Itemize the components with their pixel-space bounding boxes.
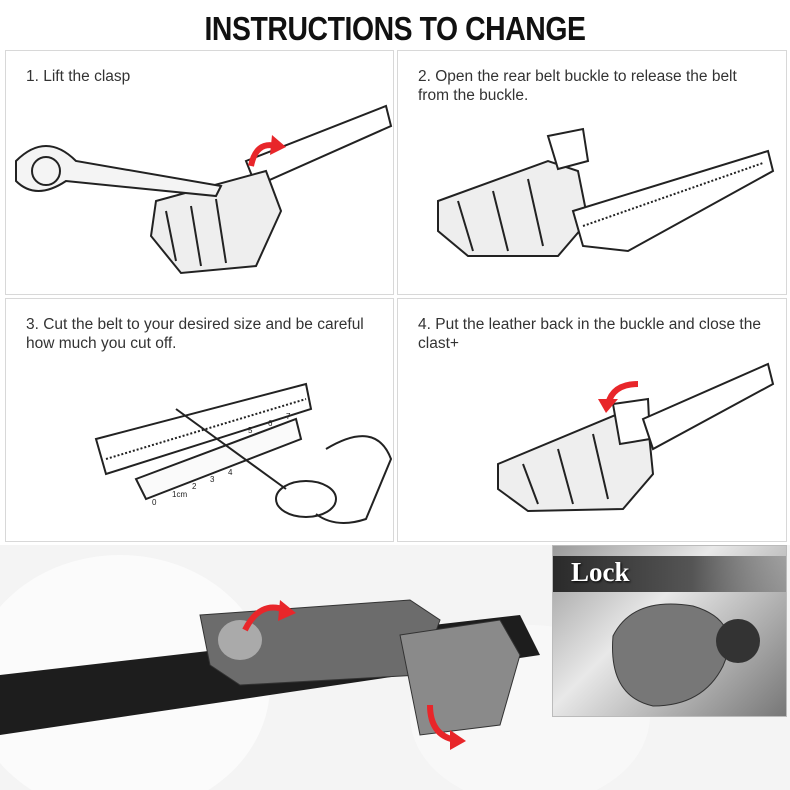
lock-banner [553,556,786,592]
ruler-label: 2 [192,482,197,491]
lock-label: Lock [571,557,630,587]
ruler-label: 4 [228,468,233,477]
page-title: INSTRUCTIONS TO CHANGE [204,10,586,47]
close-clasp-illustration [497,362,775,513]
ruler-label: 1cm [172,490,187,499]
step-4-panel: 4. Put the leather back in the buckle an… [397,298,787,542]
step-3-text: 3. Cut the belt to your desired size and… [26,316,364,352]
cut-belt-illustration: 0 1cm 2 3 4 5 6 7 [94,382,393,524]
ruler-label: 5 [248,426,253,435]
lock-inset: Lock [552,545,787,717]
ruler-label: 0 [152,498,157,507]
step-1-text: 1. Lift the clasp [26,68,131,85]
ruler-label: 6 [268,419,273,428]
step-2-text: 2. Open the rear belt buckle to release … [418,68,737,104]
lock-closeup-illustration [612,603,760,707]
lift-clasp-illustration [15,104,393,275]
ruler-label: 3 [210,475,215,484]
buckle-photo-illustration [0,555,650,790]
buckle-photo [0,545,790,790]
open-buckle-illustration [437,127,775,257]
step-3-panel: 3. Cut the belt to your desired size and… [5,298,394,542]
step-1-panel: 1. Lift the clasp [5,50,394,295]
ruler-label: 7 [286,412,291,421]
step-4-text: 4. Put the leather back in the buckle an… [418,316,761,352]
step-2-panel: 2. Open the rear belt buckle to release … [397,50,787,295]
